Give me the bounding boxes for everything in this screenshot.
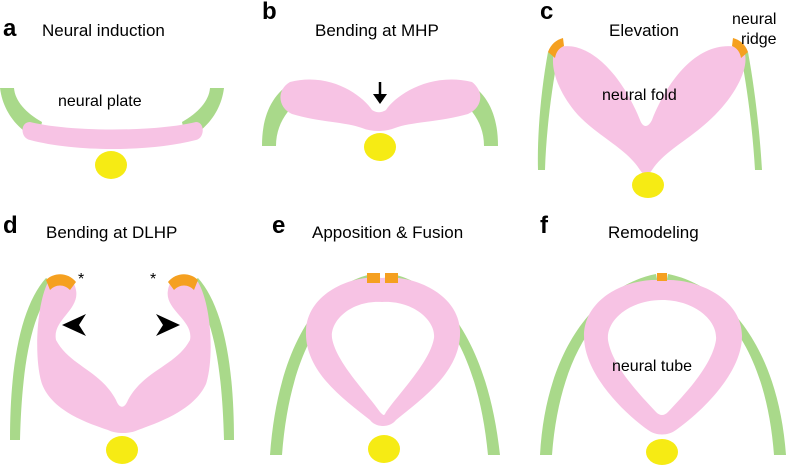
panel-title-c: Elevation <box>609 21 679 40</box>
neural-fold <box>552 46 746 175</box>
neural-crest-left <box>46 274 76 290</box>
ectoderm-right <box>741 52 762 170</box>
ectoderm-left <box>537 52 558 170</box>
notochord <box>364 133 396 161</box>
panel-c: c Elevation neural fold neural ridge <box>537 0 777 198</box>
panel-e: e Apposition & Fusion <box>270 212 500 463</box>
asterisk-left: * <box>78 271 84 288</box>
ectoderm-right <box>188 278 234 440</box>
notochord <box>95 151 127 179</box>
neural-crest-remodeled <box>657 273 667 281</box>
ectoderm-left <box>10 278 56 440</box>
neural-fold-label: neural fold <box>602 87 677 104</box>
neural-crest-right <box>168 274 198 290</box>
neural-tube-label: neural tube <box>612 358 692 375</box>
panel-a: a Neural induction neural plate <box>0 15 224 179</box>
panel-letter-c: c <box>540 0 553 25</box>
asterisk-right: * <box>150 271 156 288</box>
neural-crest-fusing-right <box>385 273 398 283</box>
notochord <box>632 172 664 198</box>
notochord <box>106 436 138 464</box>
panel-b: b Bending at MHP <box>262 0 498 161</box>
dlhp-arrowhead-right <box>156 314 180 336</box>
neural-ridge-label-1: neural <box>732 11 776 28</box>
panel-letter-e: e <box>272 212 285 239</box>
panel-title-a: Neural induction <box>42 21 165 40</box>
panel-title-e: Apposition & Fusion <box>312 223 463 242</box>
neural-tube <box>584 279 742 435</box>
notochord <box>646 439 678 465</box>
neural-plate-label: neural plate <box>58 93 142 110</box>
dlhp-arrowhead-left <box>62 314 86 336</box>
neural-crest-right <box>732 38 748 58</box>
neural-plate <box>22 122 203 149</box>
panel-letter-a: a <box>3 15 17 42</box>
panel-title-d: Bending at DLHP <box>46 223 177 242</box>
panel-title-b: Bending at MHP <box>315 21 439 40</box>
panel-letter-b: b <box>262 0 277 25</box>
neural-tube-fusing <box>305 277 461 426</box>
panel-letter-d: d <box>3 212 18 239</box>
neural-ridge-label-2: ridge <box>741 31 777 48</box>
notochord <box>368 435 400 463</box>
neural-fold-dlhp <box>37 276 211 433</box>
panel-title-f: Remodeling <box>608 223 699 242</box>
panel-d: d Bending at DLHP * * <box>3 212 234 464</box>
panel-letter-f: f <box>540 212 549 239</box>
neural-plate-bending <box>280 79 481 131</box>
neural-crest-left <box>548 38 564 58</box>
mhp-arrow <box>373 82 387 104</box>
panel-f: f Remodeling neural tube <box>540 212 786 465</box>
neural-crest-fusing-left <box>367 273 380 283</box>
